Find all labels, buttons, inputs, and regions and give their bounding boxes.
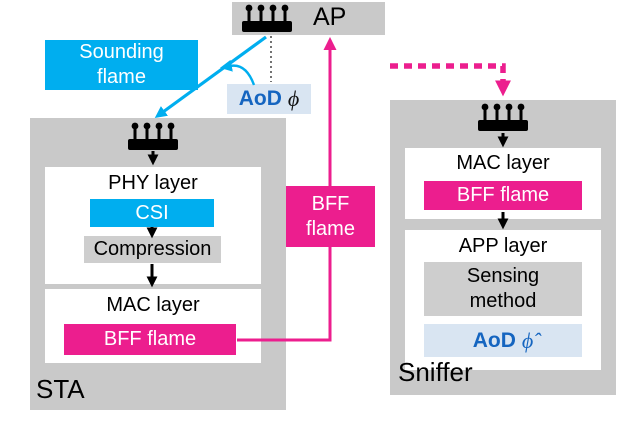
bff-link-line1: BFF xyxy=(311,192,350,215)
bff-frame-box-sniffer: BFF flame xyxy=(424,181,582,210)
sounding-frame-line2: flame xyxy=(97,66,146,88)
aod-word: AoD xyxy=(238,87,282,110)
sensing-method-line2: method xyxy=(469,290,537,312)
bff-frame-label-sniffer: BFF flame xyxy=(456,184,550,206)
aod-estimate-phi-symbol: ϕ̂ xyxy=(521,327,534,353)
bff-sniff-dashed-arrow xyxy=(390,63,511,97)
aod-phi-symbol: ϕ xyxy=(287,86,300,111)
csi-box: CSI xyxy=(90,199,214,227)
compression-label: Compression xyxy=(93,238,212,260)
app-layer-title: APP layer xyxy=(458,235,548,257)
sounding-frame-line1: Sounding xyxy=(79,41,164,63)
sniffer-mac-layer-title: MAC layer xyxy=(456,152,550,174)
aod-angle-arrow xyxy=(219,59,256,86)
bff-link-line2: flame xyxy=(306,217,355,240)
ap-label: AP xyxy=(313,3,347,31)
bff-frame-link-label: BFF flame xyxy=(286,186,375,247)
aod-estimate-word: AoD xyxy=(472,328,516,352)
sounding-frame-box: Sounding flame xyxy=(45,40,198,90)
sta-antenna-icon xyxy=(128,122,178,150)
sta-label: STA xyxy=(36,374,85,404)
aod-label-box: AoD ϕ xyxy=(227,84,311,114)
ap-antenna-icon xyxy=(242,4,292,32)
aod-estimate-box: AoD ϕ̂ xyxy=(424,324,582,357)
sniffer-label: Sniffer xyxy=(398,357,473,387)
bff-frame-box-sta: BFF flame xyxy=(64,324,236,355)
sta-mac-layer-title: MAC layer xyxy=(106,294,200,316)
sniffer-antenna-icon xyxy=(478,103,528,131)
phy-layer-title: PHY layer xyxy=(108,172,198,194)
sensing-method-line1: Sensing xyxy=(466,265,540,287)
bff-frame-label-sta: BFF flame xyxy=(103,328,197,350)
compression-box: Compression xyxy=(84,236,221,263)
csi-label: CSI xyxy=(135,201,169,224)
sensing-method-box: Sensing method xyxy=(424,262,582,316)
